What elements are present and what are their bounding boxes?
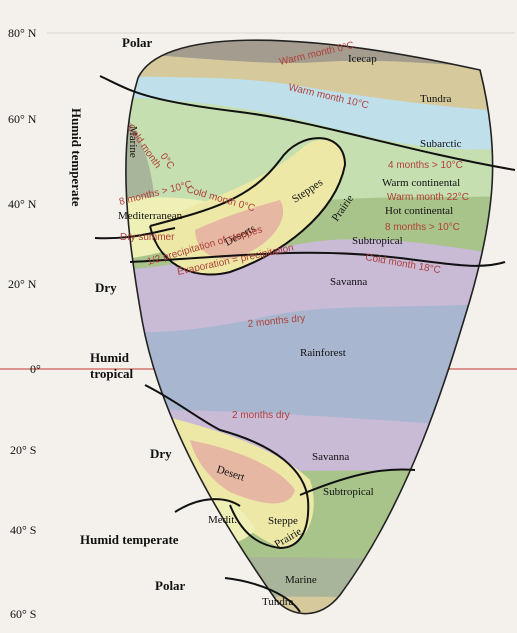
polar-south-label: Polar	[155, 578, 186, 593]
warm-continental-label: Warm continental	[382, 177, 460, 189]
subarctic-label: Subarctic	[420, 138, 462, 150]
lat-label-80n: 80° N	[8, 26, 37, 40]
lat-label-40s: 40° S	[10, 523, 36, 537]
mediterranean-label: Mediterranean	[118, 210, 183, 222]
lat-label-20s: 20° S	[10, 443, 36, 457]
savanna-north-label: Savanna	[330, 276, 367, 288]
humid-tropical-label-2: tropical	[90, 366, 133, 381]
warm-month-22-label: Warm month 22°C	[387, 192, 469, 203]
humid-temperate-south-label: Humid temperate	[80, 532, 179, 547]
steppe-south-label: Steppe	[268, 515, 298, 527]
marine-south-region	[100, 557, 400, 620]
subtropical-south-label: Subtropical	[323, 486, 374, 498]
marine-south-label: Marine	[285, 574, 317, 586]
dry-north-label: Dry	[95, 280, 117, 295]
lat-label-60s: 60° S	[10, 607, 36, 621]
lat-label-40n: 40° N	[8, 197, 37, 211]
savanna-south-label: Savanna	[312, 451, 349, 463]
subtropical-north-label: Subtropical	[352, 235, 403, 247]
humid-tropical-label: Humid	[90, 350, 130, 365]
lat-label-20n: 20° N	[8, 277, 37, 291]
lat-label-60n: 60° N	[8, 112, 37, 126]
rainforest-label: Rainforest	[300, 347, 346, 359]
two-months-dry-south-label: 2 months dry	[232, 410, 290, 421]
dry-south-label: Dry	[150, 446, 172, 461]
humid-temperate-north-label: Humid temperate	[69, 108, 84, 207]
polar-north-label: Polar	[122, 35, 153, 50]
tundra-south-label: Tundra	[262, 596, 293, 608]
tundra-south-region	[100, 597, 400, 621]
eight-months-east-label: 8 months > 10°C	[385, 222, 460, 233]
lat-label-0: 0°	[30, 362, 41, 376]
dry-summer-label: Dry summer	[120, 232, 175, 243]
hot-continental-label: Hot continental	[385, 205, 453, 217]
tundra-north-label: Tundra	[420, 93, 451, 105]
icecap-label: Icecap	[348, 53, 377, 65]
medit-south-label: Medit.	[208, 514, 237, 526]
four-months-label: 4 months > 10°C	[388, 160, 463, 171]
climate-regions	[100, 20, 517, 620]
